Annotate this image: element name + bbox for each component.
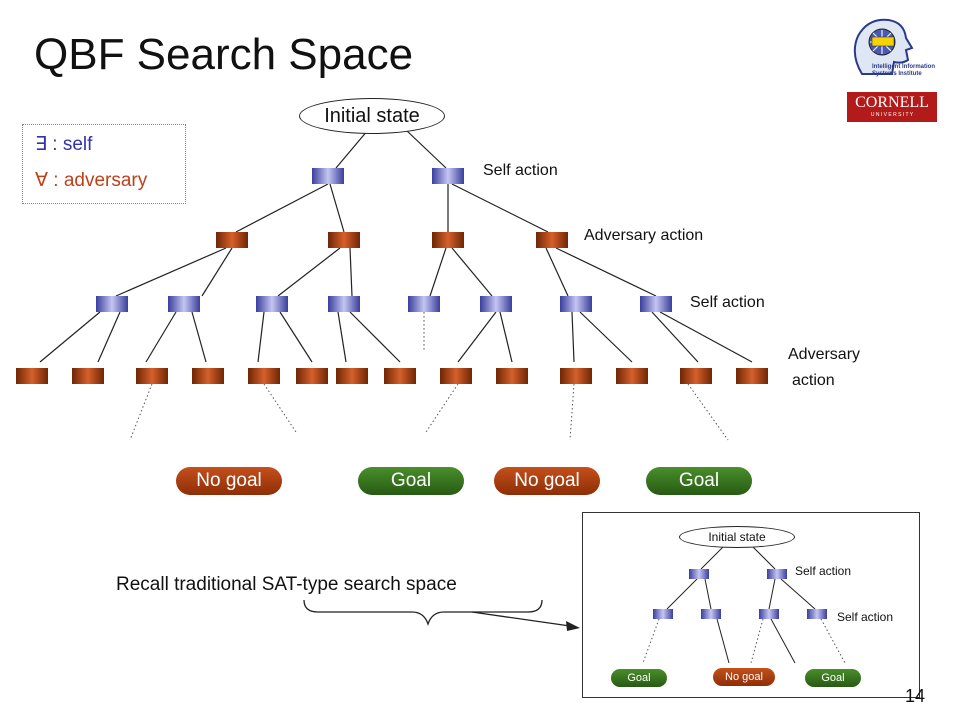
- adversary-node: [496, 368, 528, 384]
- initial-state-node: Initial state: [299, 98, 445, 134]
- adversary-action-label: action: [792, 372, 835, 389]
- forall-symbol: ∀: [35, 170, 48, 191]
- self-node: [432, 168, 464, 184]
- cornell-subtitle: U N I V E R S I T Y: [870, 112, 914, 118]
- adversary-node: [536, 232, 568, 248]
- inset-goal-leaf: Goal: [611, 669, 667, 687]
- self-node: [96, 296, 128, 312]
- adversary-node: [384, 368, 416, 384]
- adversary-node: [328, 232, 360, 248]
- slide-title: QBF Search Space: [34, 30, 414, 79]
- self-node: [640, 296, 672, 312]
- quantifier-legend: ∃ : self ∀ : adversary: [22, 124, 186, 204]
- goal-leaf: Goal: [358, 467, 464, 495]
- self-action-label: Self action: [483, 162, 558, 179]
- adversary-action-label: Adversary action: [584, 227, 704, 244]
- sat-search-space-inset: Initial state Self action Self action Go…: [582, 512, 920, 698]
- svg-text:Systems Institute: Systems Institute: [872, 71, 922, 77]
- inset-no-goal-leaf: No goal: [713, 668, 775, 686]
- inset-self-action-label: Self action: [837, 610, 894, 624]
- adversary-node: [16, 368, 48, 384]
- inset-initial-state-node: Initial state: [679, 526, 795, 548]
- adversary-node: [432, 232, 464, 248]
- inset-edges: [666, 544, 816, 664]
- recall-text: Recall traditional SAT-type search space: [116, 574, 457, 595]
- goal-leaf: Goal: [646, 467, 752, 495]
- adversary-node: [440, 368, 472, 384]
- dotted-paths: [129, 312, 729, 441]
- self-node: [759, 609, 779, 619]
- inset-goal-leaf: Goal: [805, 669, 861, 687]
- page-number: 14: [905, 686, 926, 706]
- no-goal-leaf: No goal: [176, 467, 282, 495]
- self-node: [560, 296, 592, 312]
- cornell-logo: CORNELL U N I V E R S I T Y: [847, 92, 937, 122]
- adversary-node: [560, 368, 592, 384]
- no-goal-leaf: No goal: [494, 467, 600, 495]
- self-node: [807, 609, 827, 619]
- sat-tree: [642, 544, 846, 664]
- adversary-node: [336, 368, 368, 384]
- forall-text: : adversary: [53, 170, 148, 191]
- adversary-node: [136, 368, 168, 384]
- adversary-action-label: Adversary: [788, 346, 861, 363]
- iisi-logo: Intelligent Information Systems Institut…: [842, 14, 942, 86]
- adversary-node: [736, 368, 768, 384]
- arrow-head: [566, 621, 580, 631]
- exists-text: : self: [52, 134, 93, 155]
- inset-dotted-paths: [642, 618, 846, 664]
- adversary-node: [616, 368, 648, 384]
- adversary-node: [192, 368, 224, 384]
- self-node: [168, 296, 200, 312]
- self-node: [689, 569, 709, 579]
- self-node: [480, 296, 512, 312]
- inset-self-action-label: Self action: [795, 564, 852, 578]
- self-node: [312, 168, 344, 184]
- brace: [303, 599, 543, 627]
- cornell-wordmark: CORNELL: [855, 94, 929, 111]
- adversary-node: [72, 368, 104, 384]
- exists-symbol: ∃: [35, 134, 48, 155]
- self-node: [408, 296, 440, 312]
- adversary-node: [296, 368, 328, 384]
- self-action-label: Self action: [690, 294, 765, 311]
- adversary-node: [680, 368, 712, 384]
- self-node: [767, 569, 787, 579]
- arrow-line: [471, 611, 571, 627]
- self-node: [256, 296, 288, 312]
- tree-edges: [39, 129, 753, 363]
- self-node: [653, 609, 673, 619]
- svg-text:Intelligent Information: Intelligent Information: [872, 64, 935, 70]
- adversary-node: [248, 368, 280, 384]
- adversary-node: [216, 232, 248, 248]
- self-node: [328, 296, 360, 312]
- self-node: [701, 609, 721, 619]
